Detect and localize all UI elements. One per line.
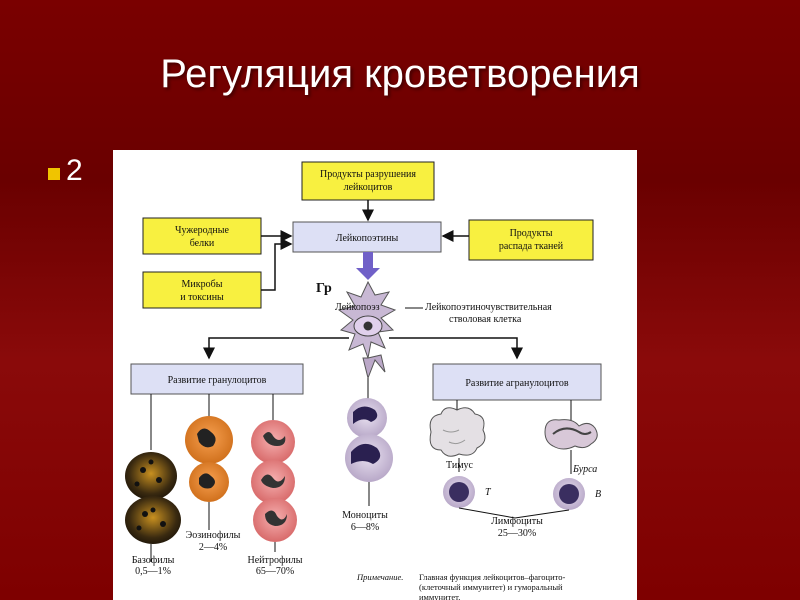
arrow-leukopoietins-to-stem <box>356 252 380 280</box>
label-t: T <box>485 487 492 498</box>
label-thymus: Тимус <box>446 460 474 471</box>
label-stem-cell-line1: Лейкопоэтиночувствительная <box>425 302 552 313</box>
box-agranulocytes: Развитие агранулоцитов <box>432 363 602 401</box>
eosinophil-cells-icon <box>185 416 233 502</box>
box-tissue-products: Продукты распада тканей <box>468 219 594 261</box>
note-line3: иммунитет. <box>419 592 460 600</box>
box-leukopoietins: Лейкопоэтины <box>292 221 442 253</box>
box-granulocytes-label: Развитие гранулоцитов <box>168 375 267 386</box>
arrow-stem-to-granulocytes <box>203 337 349 360</box>
box-foreign-proteins: Чужеродные белки <box>142 217 262 255</box>
bullet-marker <box>48 168 60 180</box>
box-microbes-line1: Микробы <box>182 279 223 290</box>
stem-cell-icon <box>337 280 397 380</box>
box-leukopoietins-label: Лейкопоэтины <box>336 233 399 244</box>
box-products-destruction-line2: лейкоцитов <box>344 182 393 193</box>
slide-title: Регуляция кроветворения <box>160 52 640 96</box>
box-products-destruction: Продукты разрушения лейкоцитов <box>301 161 435 201</box>
monocyte-cells-icon <box>345 398 393 482</box>
label-stem-cell-line2: стволовая клетка <box>449 314 522 325</box>
box-microbes: Микробы и токсины <box>142 271 262 309</box>
label-lymphocytes-line1: Лимфоциты <box>491 516 543 527</box>
label-bursa: Бурса <box>572 464 597 475</box>
box-tissue-products-line1: Продукты <box>510 228 553 239</box>
box-products-destruction-line1: Продукты разрушения <box>320 169 416 180</box>
thymus-icon <box>429 407 486 457</box>
bullet-text: 2 <box>66 154 83 187</box>
lymphocyte-b-icon <box>553 478 585 510</box>
box-foreign-proteins-line1: Чужеродные <box>175 225 229 236</box>
label-monocytes-line2: 6—8% <box>351 522 379 533</box>
arrow-stem-to-agranulocytes <box>389 337 523 360</box>
label-eosinophils-line1: Эозинофилы <box>186 530 241 541</box>
basophil-cells-icon <box>125 452 181 544</box>
box-foreign-proteins-line2: белки <box>190 238 215 249</box>
note-label: Примечание. <box>356 572 403 582</box>
diagram-svg: Продукты разрушения лейкоцитов Чужеродны… <box>125 161 602 600</box>
label-gr: Гр <box>316 281 332 296</box>
label-neutrophils-line1: Нейтрофилы <box>247 555 302 566</box>
box-microbes-line2: и токсины <box>180 292 224 303</box>
label-b: B <box>595 489 601 500</box>
label-lymphocytes-line2: 25—30% <box>498 528 536 539</box>
label-basophils-line1: Базофилы <box>132 555 175 566</box>
arrow-microbes-to-leukopoietins <box>261 238 293 291</box>
note-line2: (клеточный иммунитет) и гуморальный <box>419 582 563 592</box>
lymphocyte-t-icon <box>443 476 475 508</box>
lymphocyte-join-lines <box>458 507 570 519</box>
bursa-icon <box>544 419 598 450</box>
label-neutrophils-line2: 65—70% <box>256 566 294 577</box>
neutrophil-cells-icon <box>251 420 297 542</box>
label-eosinophils-line2: 2—4% <box>199 542 227 553</box>
label-basophils-line2: 0,5—1% <box>135 566 171 577</box>
label-leukopoiesis: Лейкопоэз <box>335 302 380 313</box>
box-agranulocytes-label: Развитие агранулоцитов <box>465 378 569 389</box>
label-monocytes-line1: Моноциты <box>342 510 388 521</box>
box-granulocytes: Развитие гранулоцитов <box>130 363 304 395</box>
box-tissue-products-line2: распада тканей <box>499 241 564 252</box>
note-line1: Главная функция лейкоцитов–фагоцито- <box>419 572 565 582</box>
hematopoiesis-diagram: Продукты разрушения лейкоцитов Чужеродны… <box>113 150 637 600</box>
